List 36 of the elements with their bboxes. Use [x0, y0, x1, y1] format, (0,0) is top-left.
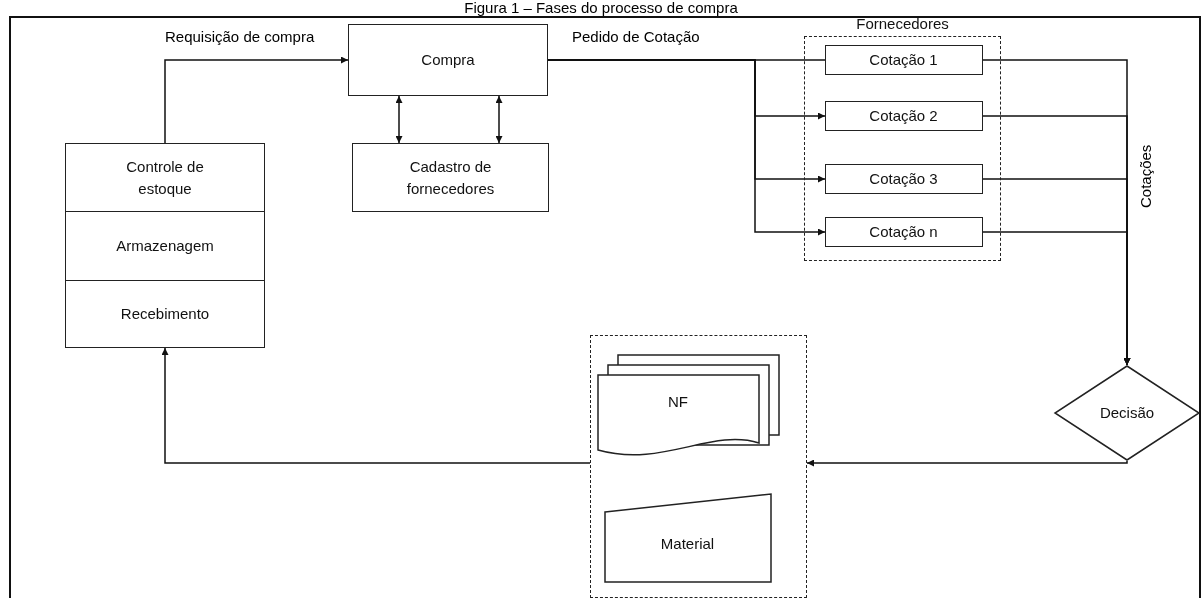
process-box	[65, 143, 265, 212]
document-stack	[596, 353, 780, 454]
node-label: Cotação 3	[869, 168, 938, 189]
figure-title: Figura 1 – Fases do processo de compra	[463, 0, 739, 16]
connector-arrow	[161, 347, 591, 464]
process-box	[348, 24, 548, 96]
process-box	[824, 216, 983, 247]
process-box	[824, 100, 983, 131]
dashed-group	[590, 335, 807, 598]
node-label: Armazenagem	[116, 236, 214, 257]
process-box	[824, 163, 983, 194]
edge-label: Pedido de Cotação	[570, 28, 702, 46]
connector-arrow	[395, 95, 403, 144]
node-label: Cotação n	[869, 221, 938, 242]
connector-arrow	[806, 459, 1128, 467]
node-label: Recebimento	[120, 304, 210, 325]
node-label: Cotação 2	[869, 105, 938, 126]
node-label: Material	[660, 533, 715, 554]
group-heading: Fornecedores	[855, 14, 950, 34]
edge-label: Cotações	[1137, 142, 1155, 210]
connector-arrow	[164, 56, 349, 144]
decision-diamond	[1054, 365, 1200, 461]
node-label: Decisão	[1099, 403, 1155, 424]
connector-arrow	[495, 95, 503, 144]
manual-input-shape	[602, 491, 773, 584]
process-box	[824, 44, 983, 75]
edge-label: Requisição de compra	[163, 28, 317, 46]
node-label: NF	[668, 391, 688, 412]
process-box	[65, 211, 265, 281]
node-label: Compra	[421, 50, 475, 71]
node-label: Cadastro de fornecedores	[405, 156, 496, 199]
node-label: Controle de estoque	[125, 156, 205, 199]
process-box	[352, 143, 549, 212]
connector-arrow	[982, 231, 1131, 366]
node-label: Cotação 1	[869, 49, 938, 70]
process-box	[65, 280, 265, 348]
